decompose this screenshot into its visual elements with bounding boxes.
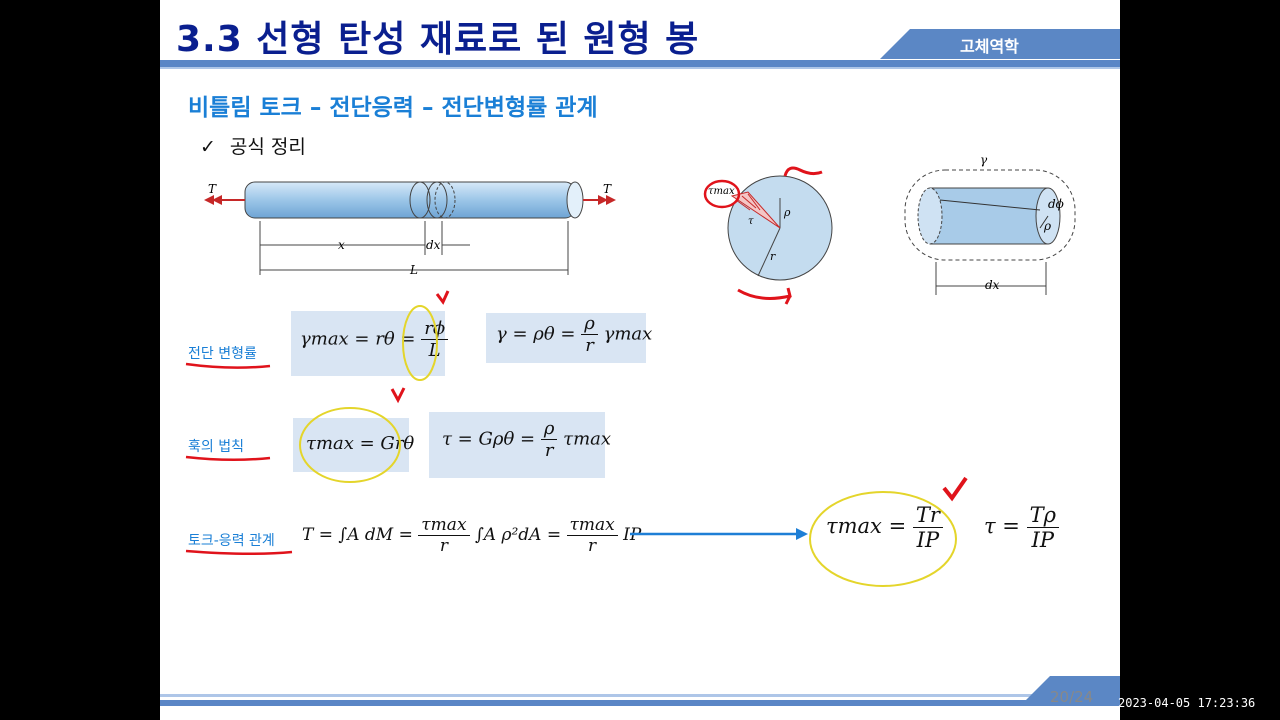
slide-title: 3.3 선형 탄성 재료로 된 원형 봉 xyxy=(176,19,700,60)
eq-box xyxy=(429,412,605,478)
label-T-left: T xyxy=(208,182,217,196)
label-gamma: γ xyxy=(980,153,988,167)
highlight-ellipse xyxy=(299,407,401,483)
eq-box xyxy=(486,313,646,363)
underline-annotation xyxy=(185,549,293,556)
check-annotation xyxy=(435,290,450,305)
tau-max-annotation xyxy=(703,179,741,209)
element-figure: γ dϕ ρ dx xyxy=(904,153,1076,295)
radius-r xyxy=(757,227,781,277)
torque-arrowhead-left xyxy=(204,195,214,205)
course-tag: 고체역학 xyxy=(960,37,1019,56)
label-tau-max: τmax xyxy=(708,186,735,197)
result-arrowhead xyxy=(796,528,808,540)
torque-arrowhead-left-2 xyxy=(212,195,222,205)
element-dashed-outline xyxy=(904,169,1076,261)
underline-annotation xyxy=(185,455,271,462)
torque-arrowhead-right xyxy=(606,195,616,205)
check-annotation xyxy=(942,476,968,502)
label-x: x xyxy=(338,238,345,252)
bullet-text: 공식 정리 xyxy=(229,136,306,158)
element-left-face xyxy=(917,187,943,245)
header-rule-light xyxy=(160,67,1120,69)
label-T-right: T xyxy=(603,182,612,196)
dx-slice-mid xyxy=(426,181,448,219)
highlight-ellipse xyxy=(402,305,438,381)
label-torque-stress: 토크-응력 관계 xyxy=(188,533,275,549)
bullet-item: ✓ 공식 정리 xyxy=(200,132,306,159)
underline-annotation xyxy=(185,362,271,369)
label-dx: dx xyxy=(426,238,441,252)
highlight-ellipse xyxy=(809,491,957,587)
course-tag-bar xyxy=(880,29,1120,59)
footer-rule-light xyxy=(160,694,1120,697)
section-subtitle: 비틀림 토크 – 전단응력 – 전단변형률 관계 xyxy=(188,95,598,121)
eq-hooke-max: τmax = Grθ xyxy=(306,433,415,454)
label-dphi: dϕ xyxy=(1048,197,1064,211)
label-dx-elem: dx xyxy=(985,278,1000,292)
timestamp: 2023-04-05 17:23:36 xyxy=(1118,696,1256,710)
eq-box xyxy=(293,418,409,472)
cross-section-figure: r ρ τmax τ xyxy=(703,166,833,305)
eq-box xyxy=(291,311,445,376)
shear-line xyxy=(939,199,1041,211)
label-shear-strain: 전단 변형률 xyxy=(188,346,257,362)
page-number: 20/24 xyxy=(1050,688,1094,706)
rotation-annotation-top xyxy=(783,166,823,177)
torque-arrowhead-right-2 xyxy=(598,195,608,205)
label-L: L xyxy=(409,263,418,277)
label-hooke: 훅의 법칙 xyxy=(188,439,244,455)
slide: 3.3 선형 탄성 재료로 된 원형 봉 고체역학 비틀림 토크 – 전단응력 … xyxy=(160,0,1120,720)
footer-rule xyxy=(160,700,1120,706)
label-tau: τ xyxy=(748,216,754,227)
check-annotation xyxy=(390,387,406,404)
annotation-layer xyxy=(185,290,968,587)
checkmark-icon: ✓ xyxy=(200,136,216,158)
header-rule xyxy=(160,60,1120,67)
label-rho-elem: ρ xyxy=(1043,219,1051,233)
label-rho: ρ xyxy=(783,206,791,219)
rho-line xyxy=(1039,215,1049,229)
dx-slice-left xyxy=(409,181,431,219)
rotation-annotation-bottom xyxy=(737,287,792,305)
label-r: r xyxy=(770,250,776,263)
dx-slice-right xyxy=(434,181,456,219)
shaft-figure: T T x dx L xyxy=(204,181,616,277)
